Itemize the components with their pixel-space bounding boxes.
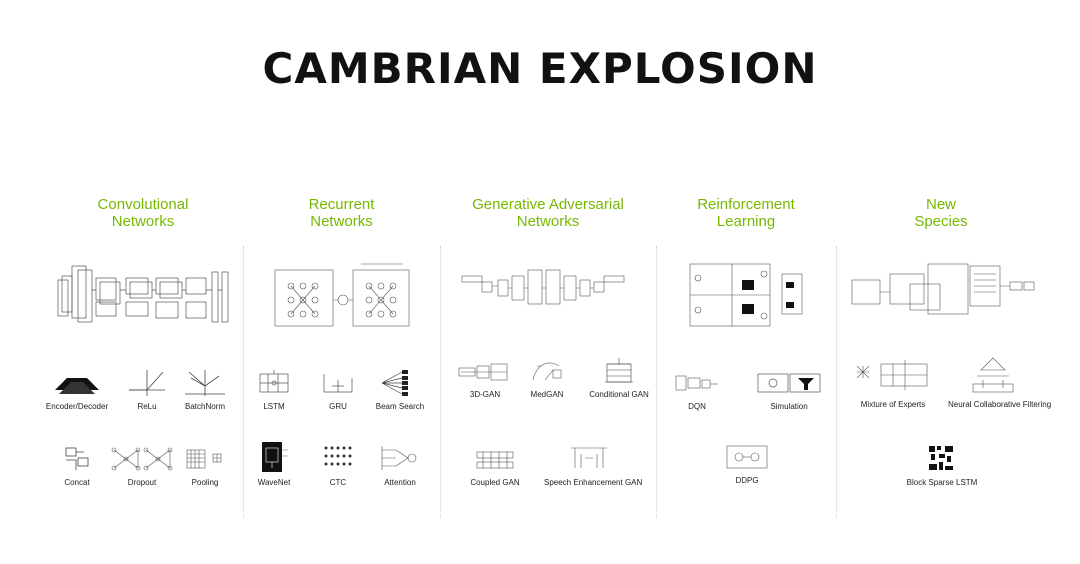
item-pooling: Pooling bbox=[160, 444, 250, 487]
medgan-icon bbox=[532, 362, 562, 381]
simulation-icon bbox=[757, 373, 821, 393]
item-beam-search: Beam Search bbox=[355, 368, 445, 411]
column-divider bbox=[656, 246, 657, 518]
dropout-network-icon bbox=[111, 447, 173, 471]
item-attention: Attention bbox=[355, 440, 445, 487]
encoder-decoder-icon bbox=[55, 378, 99, 394]
beam-search-tree-icon bbox=[381, 370, 408, 396]
gru-cell-icon bbox=[323, 374, 353, 393]
relu-graph-icon bbox=[129, 370, 165, 396]
item-block-sparse-lstm: Block Sparse LSTM bbox=[897, 444, 987, 487]
concat-icon bbox=[65, 447, 89, 470]
rl-architecture-diagram bbox=[689, 263, 803, 327]
item-medgan: MedGAN bbox=[502, 356, 592, 399]
cnn-architecture-diagram bbox=[57, 265, 229, 323]
ctc-grid-icon bbox=[324, 446, 352, 466]
item-conditional-gan: Conditional GAN bbox=[574, 356, 664, 399]
mixture-of-experts-icon bbox=[856, 360, 928, 390]
item-batchnorm: BatchNorm bbox=[160, 368, 250, 411]
column-heading: Convolutional Networks bbox=[97, 196, 189, 230]
item-simulation: Simulation bbox=[744, 368, 834, 411]
column-divider bbox=[440, 246, 441, 518]
column-heading: Recurrent Networks bbox=[308, 196, 375, 230]
3d-gan-icon bbox=[458, 363, 508, 381]
item-mixture-of-experts: Mixture of Experts bbox=[848, 356, 938, 409]
column-convolutional: Convolutional Networks Encoder/Decoder R… bbox=[40, 196, 246, 526]
wavenet-icon bbox=[262, 442, 288, 472]
item-gru: GRU bbox=[293, 368, 383, 411]
coupled-gan-icon bbox=[476, 451, 514, 469]
item-3d-gan: 3D-GAN bbox=[440, 356, 530, 399]
block-sparse-lstm-icon bbox=[929, 446, 953, 470]
gan-architecture-diagram bbox=[461, 269, 625, 305]
conditional-gan-icon bbox=[605, 358, 633, 383]
item-dqn: DQN bbox=[652, 368, 742, 411]
item-wavenet: WaveNet bbox=[229, 440, 319, 487]
item-neural-collaborative-filtering: Neural Collaborative Filtering bbox=[948, 356, 1051, 409]
column-divider bbox=[836, 246, 837, 518]
item-dropout: Dropout bbox=[97, 444, 187, 487]
item-coupled-gan: Coupled GAN bbox=[450, 444, 540, 487]
attention-icon bbox=[381, 446, 417, 470]
item-encoder-decoder: Encoder/Decoder bbox=[32, 368, 122, 411]
column-gan: Generative Adversarial Networks 3D-GAN M… bbox=[440, 196, 656, 526]
slide-title: CAMBRIAN EXPLOSION bbox=[262, 44, 818, 93]
pooling-grid-icon bbox=[186, 449, 222, 469]
item-concat: Concat bbox=[32, 444, 122, 487]
column-heading: New Species bbox=[914, 196, 968, 230]
dqn-icon bbox=[675, 375, 718, 391]
column-new-species: New Species Mixture of Experts Neural Co… bbox=[836, 196, 1051, 526]
column-divider bbox=[243, 246, 244, 518]
speech-enhancement-gan-icon bbox=[571, 447, 607, 468]
column-reinforcement-learning: Reinforcement Learning DQN Simulation DD… bbox=[656, 196, 836, 526]
new-species-architecture-diagram bbox=[851, 263, 1035, 315]
item-ctc: CTC bbox=[293, 440, 383, 487]
item-relu: ReLu bbox=[102, 368, 192, 411]
lstm-cell-icon bbox=[259, 370, 289, 393]
item-speech-enhancement-gan: Speech Enhancement GAN bbox=[544, 444, 642, 487]
item-lstm: LSTM bbox=[229, 368, 319, 411]
ddpg-icon bbox=[726, 445, 768, 469]
neural-collaborative-filtering-icon bbox=[972, 357, 1014, 393]
item-ddpg: DDPG bbox=[702, 442, 792, 485]
batchnorm-icon bbox=[185, 370, 225, 396]
column-heading: Generative Adversarial Networks bbox=[472, 196, 624, 230]
column-recurrent: Recurrent Networks LSTM GRU B bbox=[243, 196, 440, 526]
rnn-architecture-diagram bbox=[274, 263, 410, 327]
column-heading: Reinforcement Learning bbox=[697, 196, 795, 230]
